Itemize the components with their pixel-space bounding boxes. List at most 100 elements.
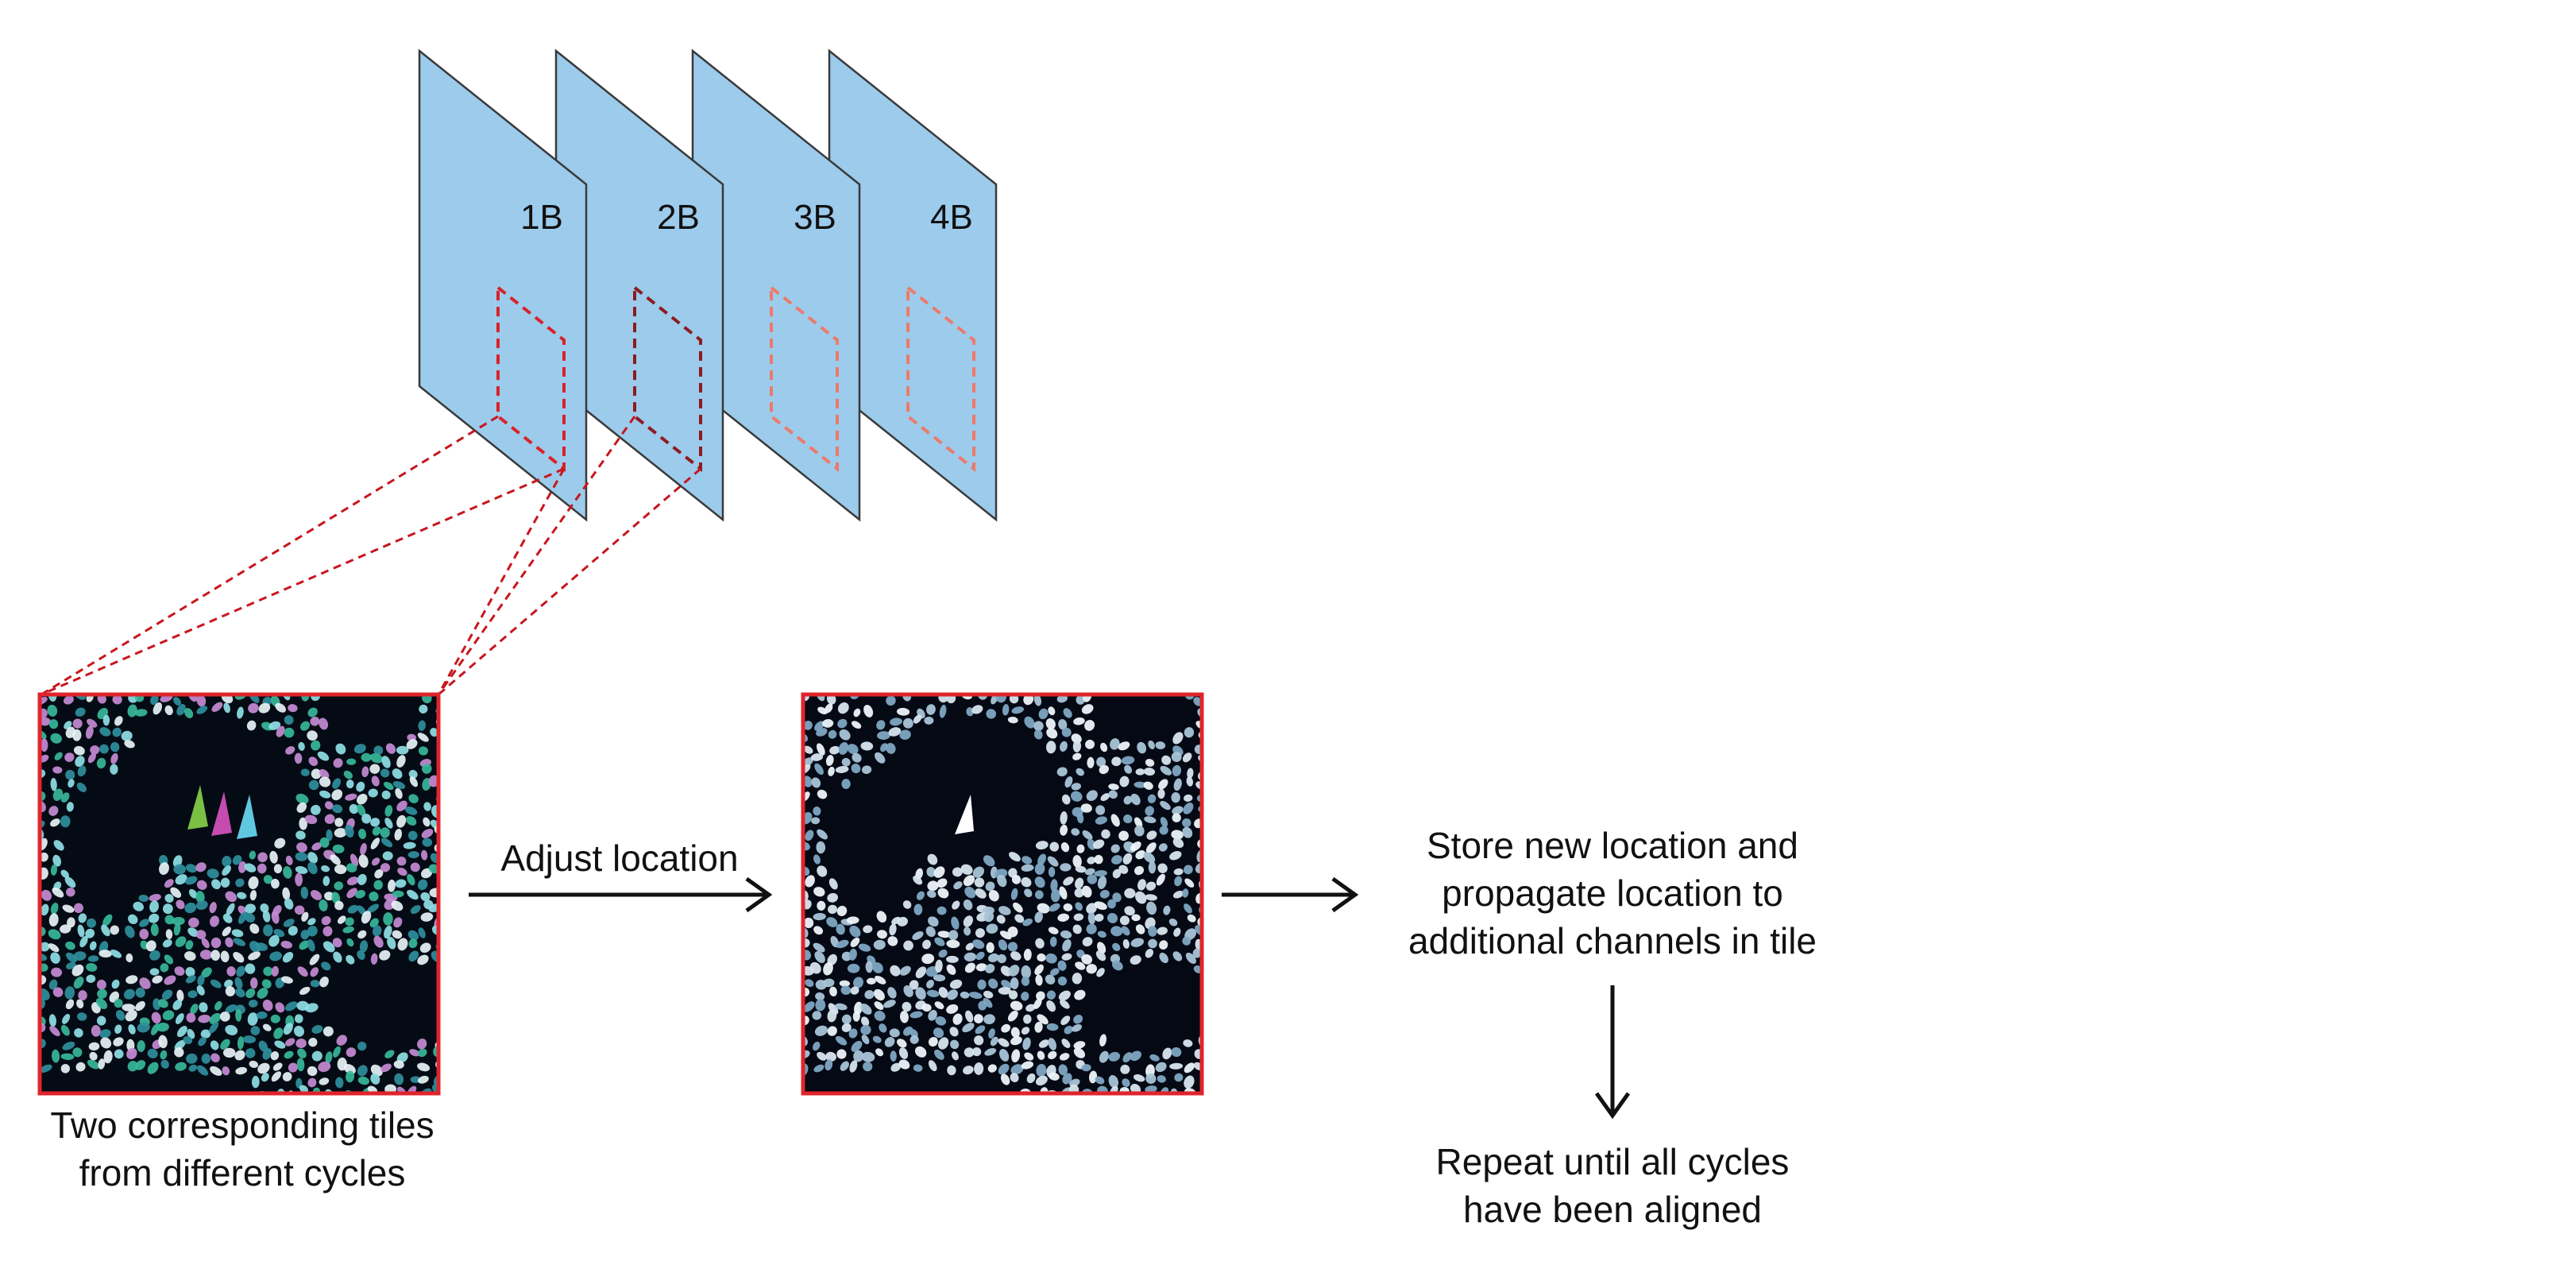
nucleus: [112, 694, 122, 705]
nucleus: [934, 1049, 944, 1060]
nucleus: [343, 770, 353, 780]
nucleus: [1010, 1064, 1024, 1075]
nucleus: [197, 974, 205, 986]
nucleus: [1197, 916, 1202, 927]
nucleus: [1082, 885, 1092, 898]
nucleus: [439, 731, 453, 745]
nucleus: [1008, 990, 1018, 1000]
nucleus: [1147, 1100, 1155, 1113]
nucleus: [357, 1065, 368, 1077]
nucleus: [226, 903, 235, 915]
nucleus: [311, 890, 322, 900]
nucleus: [1172, 732, 1184, 745]
nucleus: [1022, 918, 1033, 927]
nucleus: [271, 911, 280, 924]
nucleus: [983, 1014, 995, 1025]
cyan-arrowhead: [237, 795, 257, 839]
nucleus: [225, 891, 238, 903]
nucleus: [1160, 801, 1171, 810]
nucleus: [417, 733, 429, 742]
nucleus: [1034, 964, 1044, 975]
nucleus: [319, 837, 330, 848]
nucleus: [200, 1029, 211, 1039]
nucleus: [276, 1089, 285, 1093]
nucleus: [828, 904, 838, 915]
nucleus: [1207, 888, 1222, 904]
nucleus: [1056, 767, 1068, 777]
nucleus: [1037, 1014, 1049, 1025]
nucleus: [164, 879, 174, 888]
nucleus: [409, 1049, 420, 1057]
nucleus: [1096, 756, 1106, 768]
nucleus: [288, 704, 298, 713]
plane-3B: 3B: [691, 48, 861, 522]
nucleus: [282, 887, 291, 900]
nucleus: [441, 805, 453, 814]
nucleus: [1061, 1039, 1071, 1048]
nucleus: [972, 939, 985, 950]
nucleus: [1034, 1101, 1046, 1114]
nucleus: [114, 716, 123, 726]
nucleus: [924, 716, 934, 725]
nucleus: [317, 751, 330, 761]
nucleus: [187, 990, 198, 999]
nucleus: [209, 1022, 219, 1034]
nucleus: [803, 745, 813, 754]
nucleus: [211, 879, 221, 890]
nucleus: [63, 695, 74, 705]
nucleus: [88, 1042, 100, 1051]
nucleus: [964, 962, 975, 973]
nucleus: [321, 961, 331, 971]
nucleus: [175, 936, 187, 947]
nucleus: [986, 942, 994, 954]
nucleus: [186, 1053, 198, 1064]
nucleus: [927, 853, 938, 865]
nucleus: [1211, 864, 1220, 876]
nucleus: [387, 936, 396, 950]
nucleus: [380, 863, 391, 872]
nucleus: [928, 1060, 937, 1072]
nucleus: [1163, 905, 1171, 915]
nucleus: [87, 1059, 100, 1070]
nucleus: [822, 719, 834, 728]
nucleus: [235, 1008, 242, 1022]
nucleus: [975, 928, 985, 938]
nucleus: [223, 702, 230, 714]
nucleus: [1008, 965, 1020, 977]
nucleus: [1046, 990, 1056, 1000]
nucleus: [74, 1028, 83, 1038]
nucleus: [1063, 903, 1073, 911]
nucleus: [953, 881, 963, 890]
nucleus: [101, 924, 110, 937]
nucleus: [96, 1015, 106, 1026]
nucleus: [974, 1062, 984, 1075]
nucleus: [1049, 936, 1057, 947]
nucleus: [114, 1049, 124, 1059]
nucleus: [1209, 778, 1218, 790]
nucleus: [65, 769, 75, 780]
nucleus: [946, 939, 960, 949]
nucleus: [1094, 913, 1104, 922]
nucleus: [860, 1016, 870, 1027]
nucleus: [183, 1036, 193, 1045]
nucleus: [52, 987, 64, 997]
nucleus: [162, 939, 172, 948]
nucleus: [406, 739, 418, 749]
nucleus: [1069, 1098, 1079, 1112]
nucleus: [1009, 852, 1021, 862]
nucleus: [175, 1013, 184, 1024]
nucleus: [357, 804, 366, 816]
nucleus: [431, 805, 438, 818]
nucleus: [926, 704, 936, 715]
nucleus: [829, 986, 837, 997]
nucleus: [443, 698, 457, 705]
nucleus: [407, 1085, 417, 1093]
nucleus: [814, 763, 824, 776]
nucleus: [319, 718, 329, 730]
nucleus: [65, 999, 75, 1010]
nucleus: [910, 1035, 919, 1044]
nucleus: [247, 1012, 258, 1026]
nucleus: [190, 1004, 199, 1015]
nucleus: [1075, 902, 1083, 911]
nucleus: [261, 979, 272, 988]
